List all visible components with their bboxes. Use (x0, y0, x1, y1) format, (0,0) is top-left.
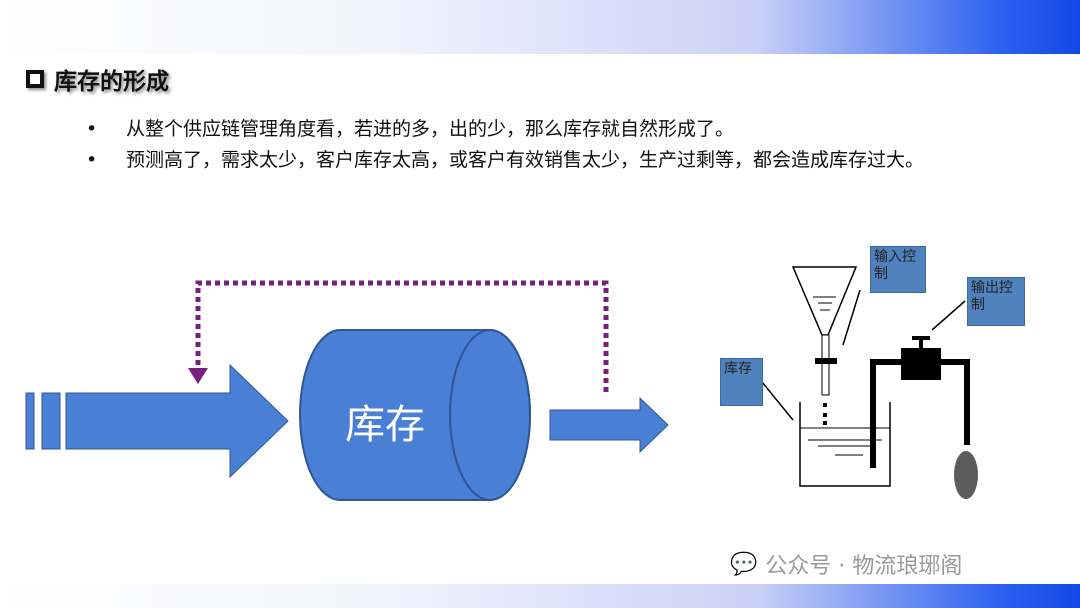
top-banner (0, 0, 1080, 54)
wechat-icon: 💬 (730, 551, 758, 577)
output-spray (954, 451, 978, 499)
output-valve (901, 348, 941, 380)
funnel (791, 266, 858, 336)
input-arrow (65, 363, 289, 479)
watermark-text: 公众号 · 物流琅琊阁 (765, 554, 963, 579)
input-control-label: 输入控制 (870, 246, 926, 293)
inventory-label: 库存 (720, 358, 763, 406)
tank (799, 402, 891, 487)
output-control-label: 输出控制 (967, 277, 1025, 326)
bullet-list: 从整个供应链管理角度看，若进的多，出的少，那么库存就自然形成了。 预测高了，需求… (86, 114, 986, 176)
title-text: 库存的形成 (54, 69, 169, 95)
feedback-dotted-line (195, 280, 609, 392)
feedback-arrowhead (188, 368, 208, 384)
cylinder-label: 库存 (345, 402, 425, 448)
square-bullet-icon (26, 70, 44, 88)
bullet-item: 从整个供应链管理角度看，若进的多，出的少，那么库存就自然形成了。 (86, 114, 986, 145)
bottom-banner (0, 584, 1080, 608)
input-bar (25, 392, 35, 450)
watermark: 💬 公众号 · 物流琅琊阁 (730, 548, 962, 580)
slide-title: 库存的形成 (26, 62, 169, 96)
output-arrow (549, 396, 669, 454)
input-bar (41, 392, 61, 450)
input-valve (815, 358, 837, 364)
bullet-item: 预测高了，需求太少，客户库存太高，或客户有效销售太少，生产过剩等，都会造成库存过… (86, 145, 986, 176)
